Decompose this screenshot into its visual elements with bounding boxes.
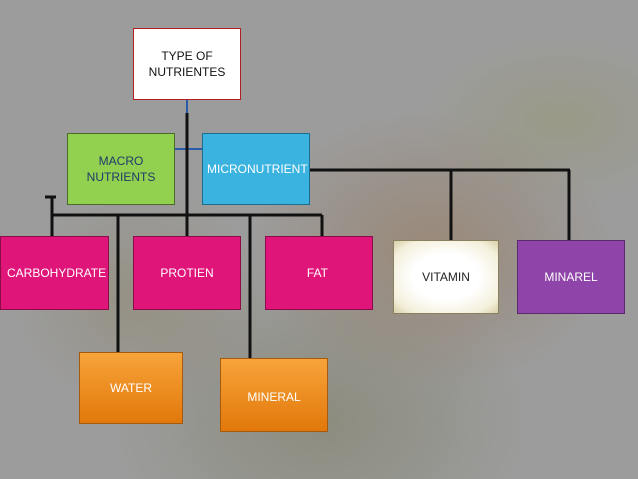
- macro-nutrients-node: MACRO NUTRIENTS: [67, 133, 175, 205]
- root-node-line2: NUTRIENTES: [148, 65, 226, 79]
- vitamin-label: VITAMIN: [422, 270, 470, 284]
- minerel-node: MINAREL: [517, 240, 625, 314]
- carbohydrate-label: CARBOHYDRATE: [7, 266, 107, 280]
- root-node-type-of-nutrients: TYPE OF NUTRIENTES: [133, 28, 241, 100]
- micronutrient-node: MICRONUTRIENT: [202, 133, 310, 205]
- fat-label: FAT: [306, 266, 328, 280]
- macro-node-line1: MACRO: [98, 154, 144, 168]
- mineral-node: MINERAL: [220, 358, 328, 432]
- carbohydrate-node: CARBOHYDRATE: [0, 236, 109, 310]
- fat-node: FAT: [265, 236, 373, 310]
- vitamin-node: VITAMIN: [393, 240, 499, 314]
- minerel-label: MINAREL: [544, 270, 598, 284]
- micro-node-label: MICRONUTRIENT: [207, 162, 308, 176]
- root-node-line1: TYPE OF: [161, 49, 213, 63]
- protein-label: PROTIEN: [160, 266, 214, 280]
- mineral-label: MINERAL: [247, 390, 301, 404]
- water-label: WATER: [110, 381, 152, 395]
- water-node: WATER: [79, 352, 183, 424]
- macro-node-line2: NUTRIENTS: [86, 170, 156, 184]
- protein-node: PROTIEN: [133, 236, 241, 310]
